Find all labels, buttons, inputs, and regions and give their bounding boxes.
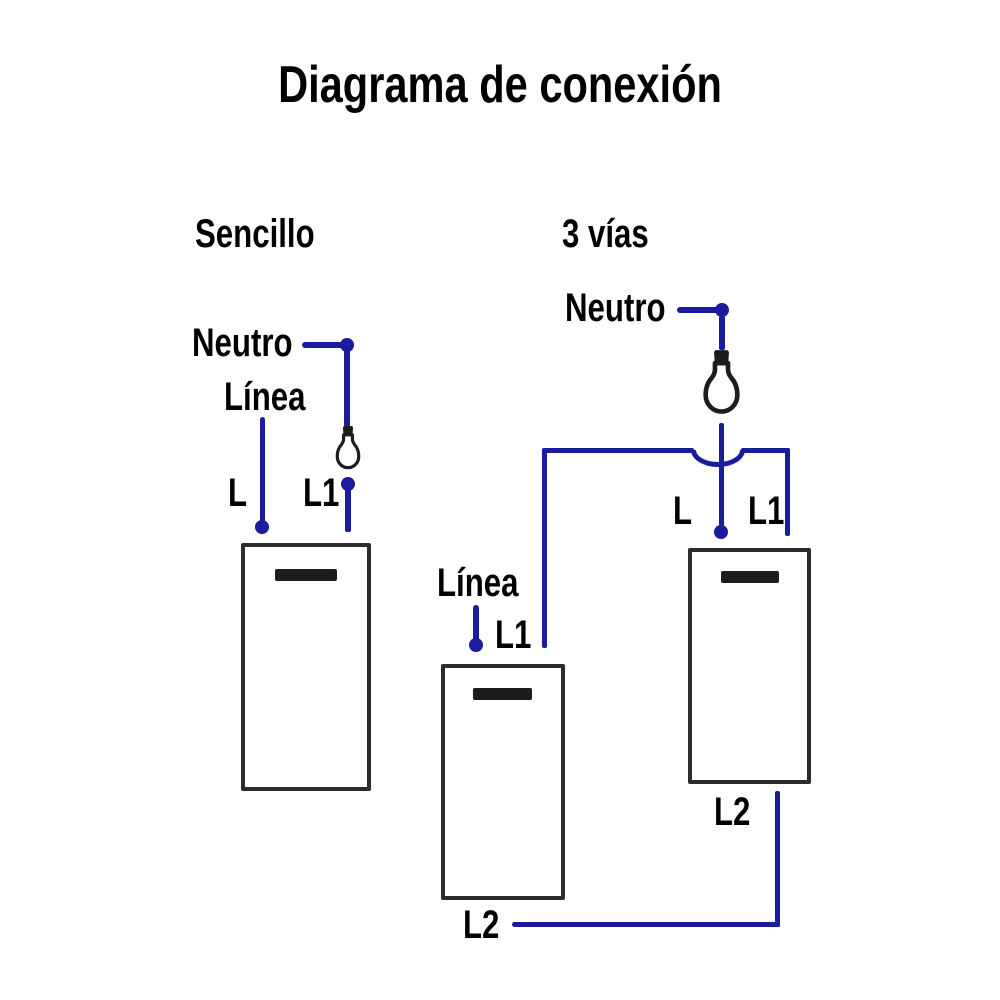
label-terminal-l-sencillo: L	[228, 471, 248, 515]
wire-neutro-3vias-vertical	[719, 316, 725, 350]
label-linea-sencillo: Línea	[224, 375, 306, 419]
junction-dot-neutro-sencillo	[340, 338, 354, 352]
rocker-switch-sencillo	[241, 543, 371, 791]
wire-terminal-l1-sencillo-vertical	[345, 486, 351, 532]
wire-hop-arc	[691, 450, 745, 467]
junction-dot-terminal-l-3vias	[714, 525, 728, 539]
page-title: Diagrama de conexión	[278, 56, 722, 114]
label-neutro-sencillo: Neutro	[192, 321, 293, 365]
wire-traveler-horizontal-right	[741, 447, 790, 453]
junction-dot-terminal-l-sencillo	[255, 520, 269, 534]
wire-traveler-down-to-switch1	[541, 447, 547, 648]
section-label-sencillo: Sencillo	[195, 212, 315, 256]
wire-traveler-horizontal-left	[543, 447, 694, 453]
wire-bulb-to-terminal-l-vertical	[718, 423, 725, 534]
rocker-switch-3vias-2	[688, 548, 811, 784]
light-bulb-icon-3vias	[703, 350, 740, 414]
wire-linea-3vias-vertical	[473, 605, 479, 643]
wire-linea-sencillo-vertical	[259, 417, 265, 529]
label-terminal-l2-switch1: L2	[463, 903, 500, 947]
rocker-mark-sencillo	[275, 569, 337, 581]
rocker-mark-3vias-2	[721, 571, 779, 583]
rocker-mark-3vias-1	[473, 688, 532, 700]
label-terminal-l2-switch2: L2	[714, 790, 751, 834]
wire-neutro-sencillo-horizontal	[302, 342, 348, 348]
section-label-3vias: 3 vías	[562, 212, 649, 256]
label-terminal-l1-sencillo: L1	[303, 471, 340, 515]
junction-dot-linea-3vias	[469, 638, 483, 652]
light-bulb-icon-sencillo	[335, 426, 361, 470]
wire-neutro-sencillo-vertical	[344, 347, 350, 427]
label-terminal-l1-switch1: L1	[495, 613, 532, 657]
wire-neutro-3vias-horizontal	[677, 307, 717, 313]
junction-dot-neutro-3vias	[715, 303, 729, 317]
wire-l2-switch2-vertical	[774, 791, 780, 927]
wire-l2-horizontal-bottom	[512, 921, 780, 927]
label-linea-3vias: Línea	[437, 561, 519, 605]
label-neutro-3vias: Neutro	[565, 286, 666, 330]
rocker-switch-3vias-1	[441, 664, 565, 900]
label-terminal-l1-switch2: L1	[748, 489, 785, 533]
wire-traveler-down-to-switch2	[784, 447, 790, 536]
junction-dot-terminal-l1-sencillo	[341, 477, 355, 491]
label-terminal-l-3vias: L	[673, 489, 693, 533]
